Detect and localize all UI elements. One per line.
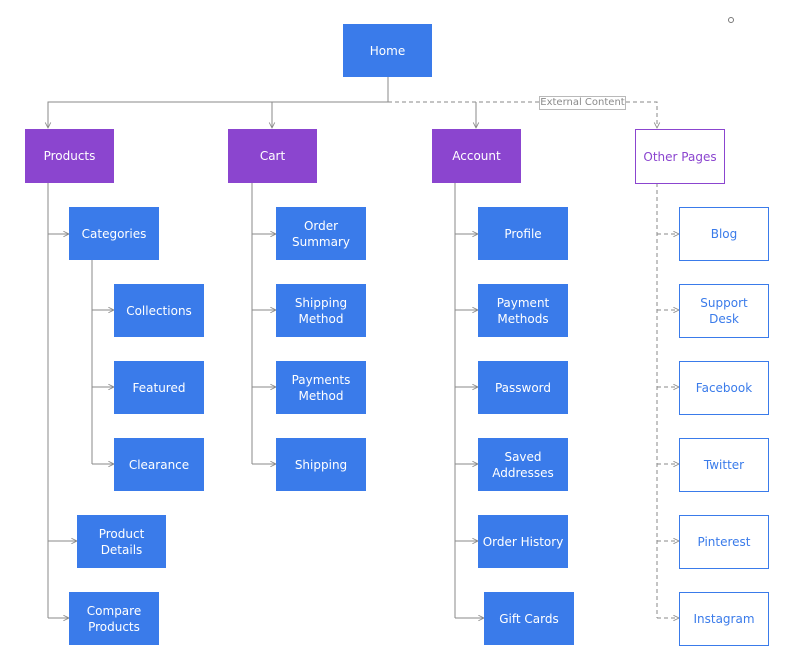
gift-cards-node[interactable]: Gift Cards [484,592,574,645]
shipping-label: Shipping [294,457,348,472]
external-content-label: External Content [539,96,626,110]
payments-method-label-line1: Payments [291,372,351,387]
other-pages-label: Other Pages [643,149,717,164]
collections-node[interactable]: Collections [114,284,204,337]
support-desk-label-line1: Support [700,296,748,310]
other-pages-node[interactable]: Other Pages [635,129,725,184]
profile-node[interactable]: Profile [478,207,568,260]
order-summary-label-line1: Order [303,218,339,233]
blog-label: Blog [710,227,738,241]
order-history-node[interactable]: Order History [478,515,568,568]
password-node[interactable]: Password [478,361,568,414]
pinterest-label: Pinterest [697,535,751,549]
facebook-node[interactable]: Facebook [679,361,769,415]
clearance-node[interactable]: Clearance [114,438,204,491]
saved-addresses-label-line2: Addresses [492,465,554,480]
products-label: Products [43,149,96,163]
home-node[interactable]: Home [343,24,432,77]
categories-label: Categories [81,226,147,241]
order-history-label: Order History [482,534,564,549]
blog-node[interactable]: Blog [679,207,769,261]
clearance-label: Clearance [128,457,190,472]
dashed-connectors [388,101,679,618]
account-label: Account [452,149,501,163]
product-details-label-line2: Details [100,542,143,557]
facebook-label: Facebook [695,381,753,395]
collections-label: Collections [126,303,192,318]
account-node[interactable]: Account [432,129,521,183]
shipping-method-label-line2: Method [298,311,344,326]
cart-label: Cart [259,149,286,163]
support-desk-label-line2: Desk [709,312,739,326]
product-details-node[interactable]: Product Details [77,515,166,568]
instagram-node[interactable]: Instagram [679,592,769,646]
featured-node[interactable]: Featured [114,361,204,414]
shipping-node[interactable]: Shipping [276,438,366,491]
shipping-method-label-line1: Shipping [294,295,348,310]
categories-node[interactable]: Categories [69,207,159,260]
password-label: Password [494,380,552,395]
product-details-label-line1: Product [98,526,145,541]
compare-products-node[interactable]: Compare Products [69,592,159,645]
payment-methods-label-line2: Methods [497,311,549,326]
cart-node[interactable]: Cart [228,129,317,183]
twitter-label: Twitter [703,458,745,472]
support-desk-node[interactable]: Support Desk [679,284,769,338]
saved-addresses-label-line1: Saved [504,449,542,464]
compare-products-label-line1: Compare [86,603,142,618]
payments-method-node[interactable]: Payments Method [276,361,366,414]
payments-method-label-line2: Method [298,388,344,403]
payment-methods-label-line1: Payment [496,295,550,310]
solid-connectors [48,77,484,618]
instagram-label: Instagram [693,612,755,626]
payment-methods-node[interactable]: Payment Methods [478,284,568,337]
order-summary-label-line2: Summary [292,234,350,249]
products-node[interactable]: Products [25,129,114,183]
gift-cards-label: Gift Cards [499,611,559,626]
saved-addresses-node[interactable]: Saved Addresses [478,438,568,491]
profile-label: Profile [504,226,542,241]
featured-label: Featured [132,380,186,395]
small-circle-marker [728,17,734,23]
order-summary-node[interactable]: Order Summary [276,207,366,260]
twitter-node[interactable]: Twitter [679,438,769,492]
pinterest-node[interactable]: Pinterest [679,515,769,569]
shipping-method-node[interactable]: Shipping Method [276,284,366,337]
compare-products-label-line2: Products [88,619,140,634]
home-label: Home [369,43,406,58]
